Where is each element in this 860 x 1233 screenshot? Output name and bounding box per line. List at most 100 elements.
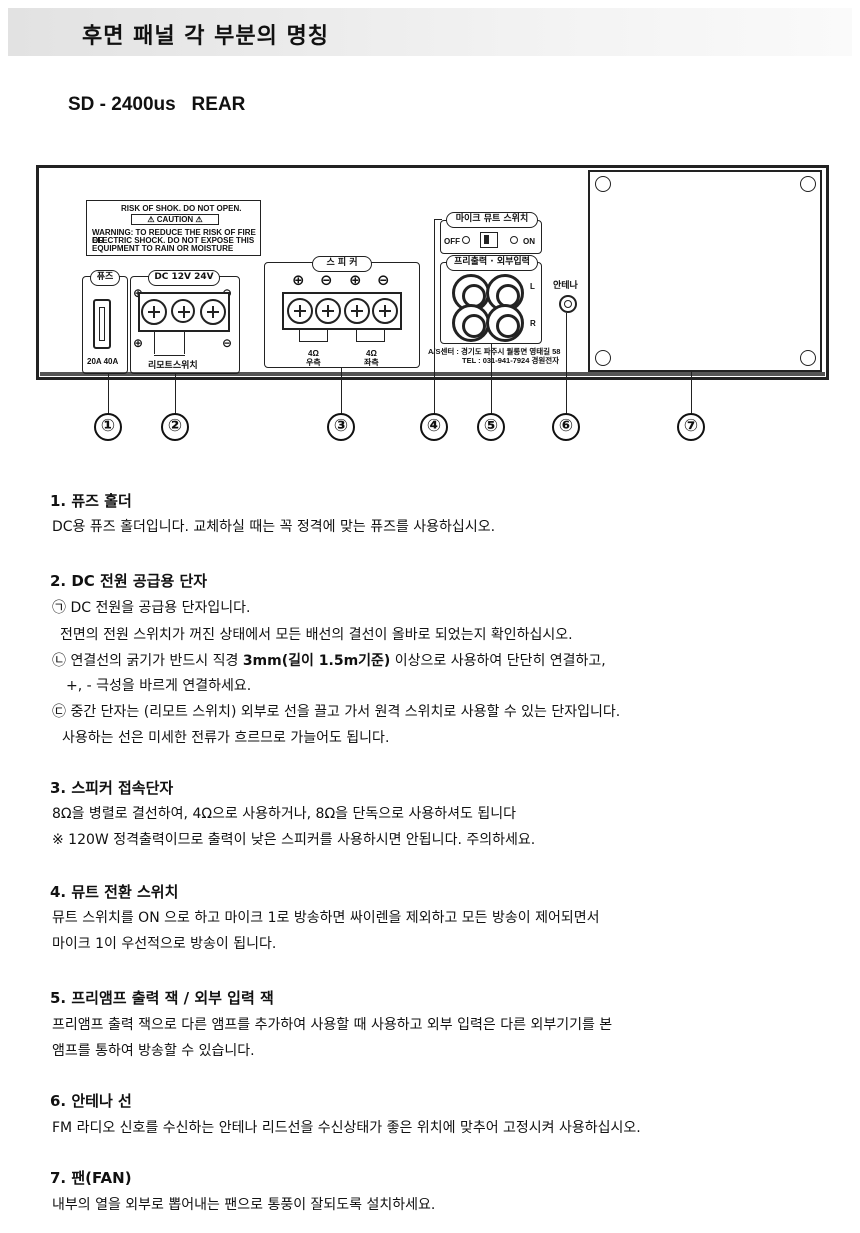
section-text: 앰프를 통하여 방송할 수 있습니다. xyxy=(52,1043,255,1059)
section-text: ㉡ 연결선의 굵기가 반드시 직경 3mm(길이 1.5m기준) 이상으로 사용… xyxy=(52,650,606,670)
section-title-speaker: 3. 스피커 접속단자 xyxy=(50,779,174,797)
warning-triangle-icon: ⚠ xyxy=(147,215,157,224)
callout-leader-line xyxy=(491,344,493,414)
callout-3: ③ xyxy=(327,413,355,441)
mute-off-label: OFF xyxy=(444,237,460,246)
dc-plus-terminal-screw-icon xyxy=(141,299,167,325)
on-indicator-icon xyxy=(510,236,518,244)
fan-screw-hole-icon xyxy=(595,350,611,366)
model-heading: SD - 2400us REAR xyxy=(68,94,246,115)
callout-leader-line xyxy=(566,313,568,414)
section-title-fuse: 1. 퓨즈 홀더 xyxy=(50,492,132,510)
mute-toggle-switch xyxy=(480,232,498,248)
section-text: 사용하는 선은 미세한 전류가 흐르므로 가늘어도 됩니다. xyxy=(62,730,390,746)
callout-5: ⑤ xyxy=(477,413,505,441)
callout-4: ④ xyxy=(420,413,448,441)
speaker-terminal-screw-icon xyxy=(287,298,313,324)
off-indicator-icon xyxy=(462,236,470,244)
fuse-holder xyxy=(93,299,111,349)
caution-label: RISK OF SHOK. DO NOT OPEN. ⚠ CAUTION ⚠ W… xyxy=(86,200,261,256)
section-text-part: ㉡ 연결선의 굵기가 반드시 직경 xyxy=(52,653,243,669)
fan-screw-hole-icon xyxy=(800,350,816,366)
section-text: 전면의 전원 스위치가 꺼진 상태에서 모든 배선의 결선이 올바로 되었는지 … xyxy=(60,627,573,643)
callout-leader-line xyxy=(108,374,110,414)
caution-shock-text: RISK OF SHOK. DO NOT OPEN. xyxy=(121,204,242,213)
speaker-terminal-screw-icon xyxy=(344,298,370,324)
callout-leader-line xyxy=(434,219,442,221)
antenna-label: 안테나 xyxy=(553,280,578,290)
page-title: 후면 패널 각 부분의 명칭 xyxy=(82,24,330,49)
fuse-holder-box xyxy=(82,276,128,374)
ext-in-right-jack-icon xyxy=(486,304,524,342)
callout-leader-line xyxy=(175,374,177,414)
minus-symbol: ⊖ xyxy=(320,271,333,289)
callout-6: ⑥ xyxy=(552,413,580,441)
section-text: +, - 극성을 바르게 연결하세요. xyxy=(66,678,252,694)
section-title-antenna: 6. 안테나 선 xyxy=(50,1092,132,1110)
speaker-right-ohm: 4Ω xyxy=(366,349,377,358)
plus-symbol: ⊕ xyxy=(349,271,362,289)
section-text: ㉢ 중간 단자는 (리모트 스위치) 외부로 선을 끌고 가서 원격 스위치로 … xyxy=(52,704,621,720)
callout-2: ② xyxy=(161,413,189,441)
jack-r-label: R xyxy=(530,319,536,328)
fan-screw-hole-icon xyxy=(800,176,816,192)
caution-warning-line: ELECTRIC SHOCK. DO NOT EXPOSE THIS xyxy=(92,236,255,245)
section-text: ㉠ DC 전원을 공급용 단자입니다. xyxy=(52,600,251,616)
speaker-terminal-screw-icon xyxy=(315,298,341,324)
jack-l-label: L xyxy=(530,282,535,291)
section-text: 내부의 열을 외부로 뽑어내는 팬으로 통풍이 잘되도록 설치하세요. xyxy=(52,1197,436,1213)
panel-bottom-edge xyxy=(40,372,825,376)
callout-1: ① xyxy=(94,413,122,441)
dc-minus-terminal-screw-icon xyxy=(200,299,226,325)
speaker-left-side: 우측 xyxy=(306,358,321,367)
speaker-bracket-left xyxy=(299,330,328,342)
section-text: 프리앰프 출력 잭으로 다른 앰프를 추가하여 사용할 때 사용하고 외부 입력… xyxy=(52,1017,613,1033)
section-text: 뮤트 스위치를 ON 으로 하고 마이크 1로 방송하면 싸이렌을 제외하고 모… xyxy=(52,910,600,926)
remote-terminal-screw-icon xyxy=(171,299,195,323)
callout-leader-line xyxy=(434,219,436,414)
plus-symbol: ⊕ xyxy=(292,271,305,289)
preamp-jack-label: 프리출력 · 외부입력 xyxy=(446,255,538,271)
speaker-terminal-screw-icon xyxy=(372,298,398,324)
preamp-out-right-jack-icon xyxy=(452,304,490,342)
remote-wire xyxy=(154,332,156,354)
section-title-dc-terminal: 2. DC 전원 공급용 단자 xyxy=(50,572,208,590)
remote-switch-label: 리모트스위치 xyxy=(148,360,198,370)
fuse-label: 퓨즈 xyxy=(90,270,120,286)
remote-switch-icon xyxy=(154,346,185,356)
speaker-right-side: 좌측 xyxy=(364,358,379,367)
callout-7: ⑦ xyxy=(677,413,705,441)
section-text-part: 이상으로 사용하여 단단히 연결하고, xyxy=(390,653,606,669)
caution-warning-line: WARNING: TO REDUCE THE RISK OF FIRE OR xyxy=(92,228,256,245)
caution-heading: ⚠ CAUTION ⚠ xyxy=(131,214,219,225)
section-text: DC용 퓨즈 홀더입니다. 교체하실 때는 꼭 정격에 맞는 퓨즈를 사용하십시… xyxy=(52,519,496,535)
remote-wire xyxy=(184,332,186,354)
callout-leader-line xyxy=(341,368,343,414)
section-text-emphasis: 3mm(길이 1.5m기준) xyxy=(242,653,391,669)
service-center-phone: TEL : 031-941-7924 경원전자 xyxy=(462,356,560,365)
caution-warning-line: EQUIPMENT TO RAIN OR MOISTURE xyxy=(92,244,234,253)
speaker-bracket-right xyxy=(356,330,385,342)
warning-triangle-icon: ⚠ xyxy=(193,215,203,224)
fan-screw-hole-icon xyxy=(595,176,611,192)
section-text: FM 라디오 신호를 수신하는 안테나 리드선을 수신상태가 좋은 위치에 맞추… xyxy=(52,1120,641,1136)
minus-symbol: ⊖ xyxy=(222,336,233,350)
section-text: 마이크 1이 우선적으로 방송이 됩니다. xyxy=(52,936,277,952)
service-center-address: A/S센터 : 경기도 파주시 월롱면 영태길 58 xyxy=(428,347,561,356)
caution-text: CAUTION xyxy=(156,215,194,224)
dc-voltage-label: DC 12V 24V xyxy=(148,270,220,286)
title-bar xyxy=(8,8,852,56)
section-text: 8Ω을 병렬로 결선하여, 4Ω으로 사용하거나, 8Ω을 단독으로 사용하셔도… xyxy=(52,806,516,822)
mute-switch-label: 마이크 뮤트 스위치 xyxy=(446,212,538,228)
speaker-label: 스 피 커 xyxy=(312,256,372,272)
callout-leader-line xyxy=(691,372,693,414)
plus-symbol: ⊕ xyxy=(133,336,144,350)
section-text: ※ 120W 정격출력이므로 출력이 낮은 스피커를 사용하시면 안됩니다. 주… xyxy=(52,832,536,848)
section-title-preamp: 5. 프리앰프 출력 잭 / 외부 입력 잭 xyxy=(50,989,274,1007)
antenna-jack-icon xyxy=(559,295,577,313)
speaker-left-ohm: 4Ω xyxy=(308,349,319,358)
fan-panel xyxy=(588,170,822,372)
mute-on-label: ON xyxy=(523,237,535,246)
section-title-mute: 4. 뮤트 전환 스위치 xyxy=(50,883,179,901)
fuse-rating: 20A 40A xyxy=(87,357,119,366)
